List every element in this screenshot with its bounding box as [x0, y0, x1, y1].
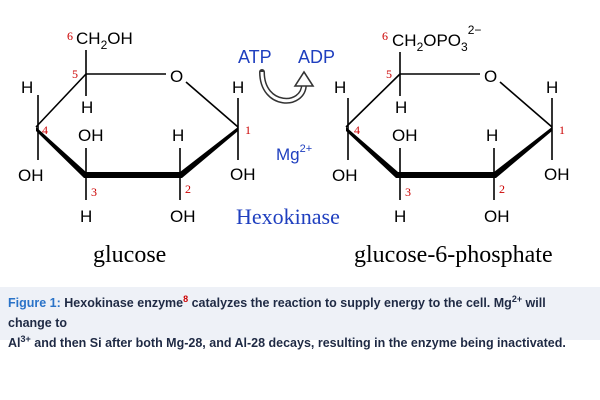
left-c5-number: 5 — [72, 67, 78, 81]
left-bond-o-c1 — [185, 81, 239, 128]
right-ring-oxygen: O — [484, 67, 497, 86]
right-h-left: H — [334, 78, 346, 97]
adp-label: ADP — [298, 47, 335, 67]
left-ring-oxygen: O — [170, 67, 183, 86]
left-c3-number: 3 — [91, 185, 97, 199]
caption-label: Figure 1: — [8, 296, 61, 310]
right-c1-number: 1 — [559, 123, 565, 137]
glucose-6-phosphate-label: glucose-6-phosphate — [354, 242, 553, 268]
caption-text-c: will change to — [8, 296, 546, 330]
right-c6-group: CH2OPO32− — [392, 23, 481, 54]
right-h-c3: H — [394, 207, 406, 226]
right-bond-o-c1 — [499, 81, 553, 128]
right-c5-number: 5 — [386, 67, 392, 81]
right-h-c1: H — [546, 78, 558, 97]
caption-text-d: and then Si after both Mg-28, and Al-28 … — [30, 336, 566, 350]
figure-caption: Figure 1: Hexokinase enzyme8 catalyzes t… — [0, 287, 600, 350]
left-h-left: H — [21, 78, 33, 97]
right-oh-c4: OH — [332, 166, 358, 185]
right-h-c2: H — [486, 126, 498, 145]
left-oh-c3-top: OH — [78, 126, 104, 145]
right-c3-number: 3 — [405, 185, 411, 199]
atp-adp-arrow-inner — [260, 71, 306, 103]
left-h-c5: H — [81, 98, 93, 117]
left-oh-c4: OH — [18, 166, 44, 185]
left-oh-c2: OH — [170, 207, 196, 226]
glucose-label: glucose — [93, 242, 166, 268]
left-c2-number: 2 — [185, 182, 191, 196]
left-oh-c1: OH — [230, 165, 256, 184]
cofactor-label: Mg2+ — [276, 143, 312, 164]
enzyme-label: Hexokinase — [236, 204, 340, 229]
left-bold-bonds — [36, 127, 238, 178]
left-h-c2: H — [172, 126, 184, 145]
left-c1-number: 1 — [245, 123, 251, 137]
left-c6-number: 6 — [67, 29, 73, 43]
right-bold-bonds — [346, 127, 552, 178]
caption-mg-charge: 2+ — [511, 293, 523, 304]
right-c6-number: 6 — [382, 29, 388, 43]
reference-link[interactable]: 8 — [183, 293, 189, 304]
caption-text-b: catalyzes the reaction to supply energy … — [188, 296, 512, 310]
glucose-6-phosphate-structure: 6 CH2OPO32− O H OH H OH H H OH H OH 5 4 … — [332, 23, 570, 268]
right-h-c5: H — [395, 98, 407, 117]
caption-text-a: Hexokinase enzyme — [64, 296, 184, 310]
right-c4-number: 4 — [354, 123, 360, 137]
right-c2-number: 2 — [499, 182, 505, 196]
left-c4-number: 4 — [42, 123, 48, 137]
caption-al: Al — [8, 336, 21, 350]
left-bond-c5-c4 — [35, 73, 87, 128]
right-oh-c3-top: OH — [392, 126, 418, 145]
right-bond-c5-c4 — [345, 73, 401, 128]
left-h-c1: H — [232, 78, 244, 97]
right-oh-c2: OH — [484, 207, 510, 226]
reaction-conditions: ATP ADP Mg2+ Hexokinase — [236, 47, 340, 229]
left-c6-group: CH2OH — [76, 29, 133, 52]
atp-label: ATP — [238, 47, 272, 67]
caption-al-charge: 3+ — [20, 333, 31, 344]
glucose-structure: 6 CH2OH O H OH H OH H H OH H OH 5 4 3 2 … — [18, 29, 256, 268]
left-h-c3: H — [80, 207, 92, 226]
arrow-head — [293, 70, 315, 87]
right-oh-c1: OH — [544, 165, 570, 184]
